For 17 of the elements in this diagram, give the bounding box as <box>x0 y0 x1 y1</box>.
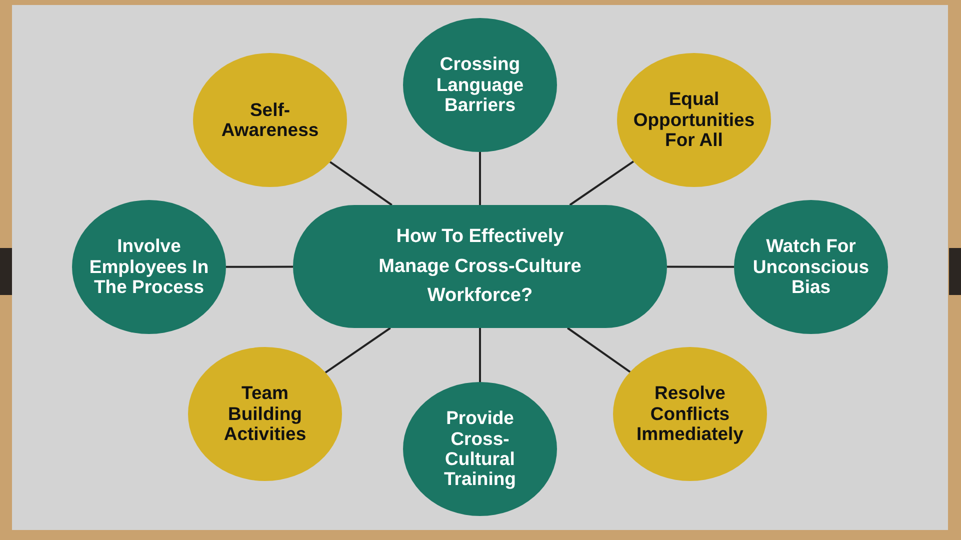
connector-line <box>226 266 293 268</box>
connector-line <box>479 152 481 205</box>
topic-label: Watch For Unconscious Bias <box>752 236 870 298</box>
topic-label: Team Building Activities <box>222 383 308 445</box>
topic-label: Crossing Language Barriers <box>435 54 525 116</box>
connector-line <box>330 161 392 206</box>
topic-label: Self-Awareness <box>220 100 320 140</box>
connector-line <box>566 327 631 373</box>
topic-label: Involve Employees In The Process <box>88 236 210 298</box>
topic-label: Provide Cross-Cultural Training <box>443 408 517 490</box>
connector-line <box>324 327 391 374</box>
hub-label: How To Effectively Manage Cross-Culture Workforce? <box>378 225 582 308</box>
connector-line <box>667 266 734 268</box>
topic-label: Equal Opportunities For All <box>632 89 756 151</box>
topic-label: Resolve Conflicts Immediately <box>636 383 744 445</box>
connector-line <box>479 328 481 382</box>
connector-line <box>569 160 634 206</box>
